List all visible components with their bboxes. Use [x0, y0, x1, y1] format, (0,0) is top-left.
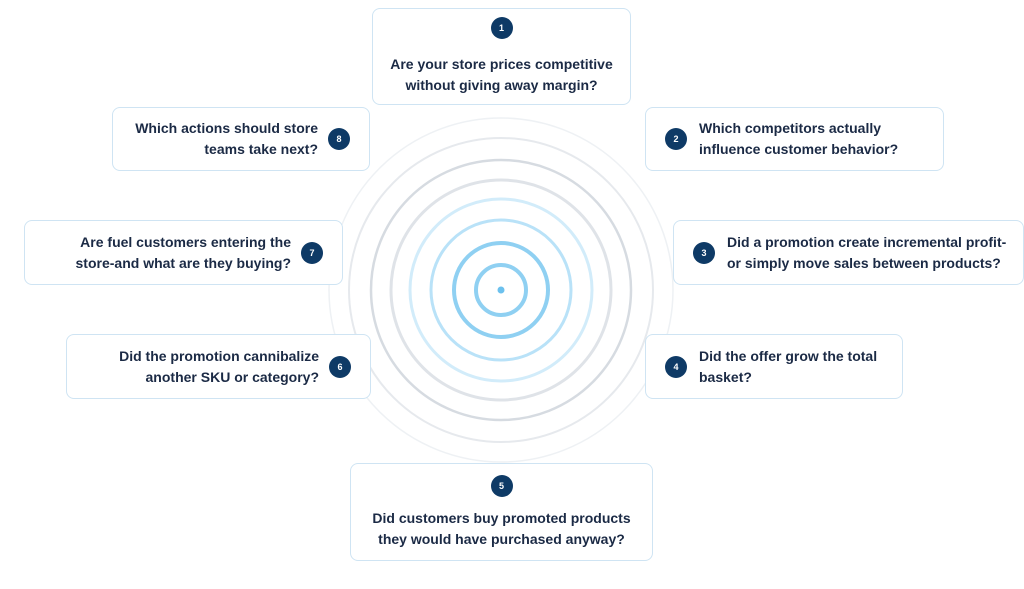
ring-outer-faint	[328, 117, 674, 463]
question-card-1: 1 Are your store prices competitive with…	[372, 8, 631, 105]
question-card-4: 4 Did the offer grow the total basket?	[645, 334, 903, 399]
question-text-2: Which competitors actually influence cus…	[699, 120, 899, 157]
center-dot	[497, 286, 505, 294]
number-badge-4: 4	[665, 355, 687, 378]
question-text-6: Did the promotion cannibalize another SK…	[119, 347, 319, 385]
question-text-3: Did a promotion create incremental profi…	[727, 233, 1007, 271]
ring-blue-core	[474, 263, 528, 317]
question-text-1: Are your store prices competitive withou…	[390, 56, 613, 93]
number-badge-6: 6	[329, 355, 351, 378]
question-text-7: Are fuel customers entering the store-an…	[75, 233, 291, 271]
question-card-8: 8 Which actions should store teams take …	[112, 107, 370, 171]
number-badge-1: 1	[490, 17, 513, 39]
question-text-5: Did customers buy promoted products they…	[372, 509, 631, 547]
ring-blue-pale	[408, 197, 594, 383]
question-text-4: Did the offer grow the total basket?	[699, 347, 878, 385]
question-card-7: 7 Are fuel customers entering the store-…	[24, 220, 343, 285]
number-badge-3: 3	[693, 241, 715, 264]
number-badge-2: 2	[665, 128, 687, 150]
ring-outer-light	[348, 137, 654, 443]
number-badge-5: 5	[490, 474, 513, 497]
question-card-3: 3 Did a promotion create incremental pro…	[673, 220, 1024, 285]
number-badge-8: 8	[328, 128, 350, 150]
ring-gray	[369, 158, 633, 422]
ring-blue-light	[429, 218, 573, 362]
question-text-8: Which actions should store teams take ne…	[135, 120, 318, 157]
question-card-2: 2 Which competitors actually influence c…	[645, 107, 944, 171]
number-badge-7: 7	[301, 241, 323, 264]
question-card-6: 6 Did the promotion cannibalize another …	[66, 334, 371, 399]
ring-blue	[452, 241, 550, 339]
ring-gray-inner	[389, 178, 613, 402]
question-card-5: 5 Did customers buy promoted products th…	[350, 463, 653, 561]
